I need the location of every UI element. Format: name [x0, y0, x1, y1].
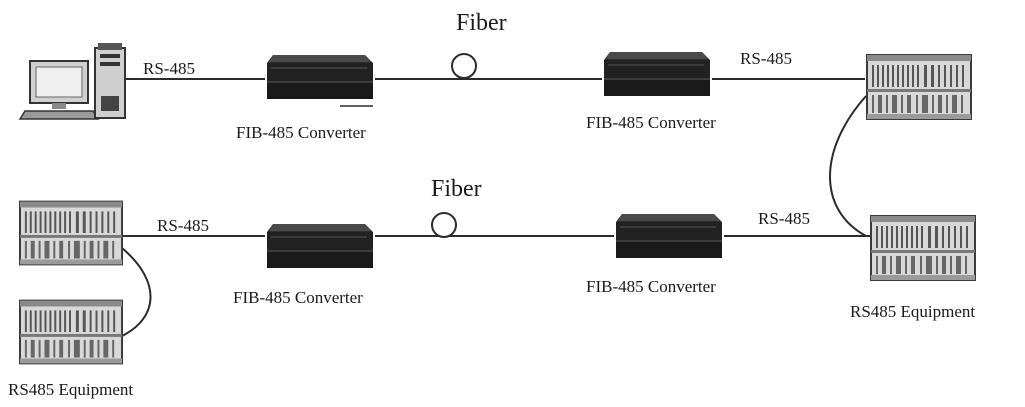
- equipment-left-bottom: [19, 299, 123, 365]
- computer-icon: [18, 43, 126, 120]
- rs485-label-top-left: RS-485: [143, 59, 195, 78]
- converter-top-right: [603, 51, 711, 97]
- equipment-bottom-right: [870, 214, 976, 282]
- fiber-label-top: Fiber: [456, 10, 507, 36]
- converter-bottom-left: [266, 223, 374, 269]
- fiber-label-bottom: Fiber: [431, 176, 482, 202]
- equipment-top-right: [866, 53, 972, 121]
- fiber-coil-bottom: [431, 212, 457, 238]
- rs485-label-bottom-left: RS-485: [157, 216, 209, 235]
- link-equipment-vertical-left: [121, 247, 152, 337]
- converter-top-left: [266, 54, 374, 100]
- equipment-label-right: RS485 Equipment: [850, 302, 976, 321]
- fiber-coil-top: [451, 53, 477, 79]
- converter-label-top-left: FIB-485 Converter: [236, 123, 366, 142]
- equipment-label-left: RS485 Equipment: [8, 380, 134, 399]
- converter-label-top-right: FIB-485 Converter: [586, 113, 716, 132]
- converter-bottom-right: [615, 213, 723, 259]
- converter-label-bottom-right: FIB-485 Converter: [586, 277, 716, 296]
- rs485-label-top-right: RS-485: [740, 49, 792, 68]
- rs485-label-bottom-right: RS-485: [758, 209, 810, 228]
- equipment-left-top: [19, 200, 123, 266]
- link-equipment-vertical-right: [829, 95, 867, 237]
- converter-label-bottom-left: FIB-485 Converter: [233, 288, 363, 307]
